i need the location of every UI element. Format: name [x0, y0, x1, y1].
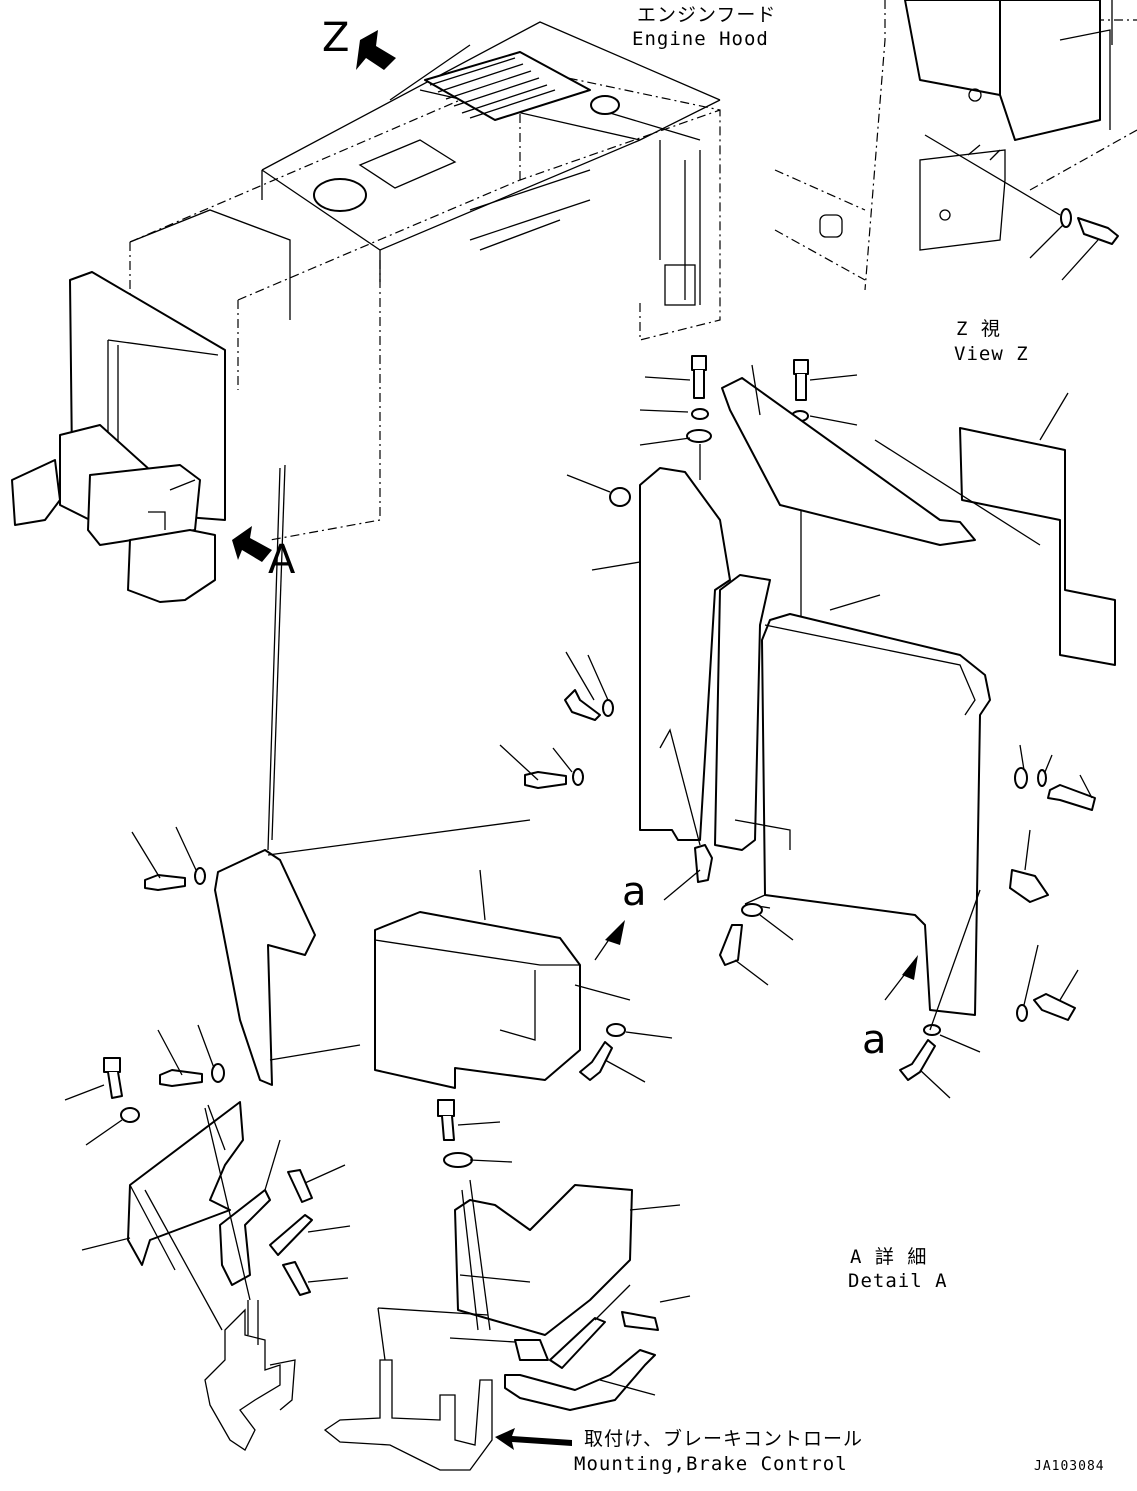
drawing-number: JA103084: [1034, 1459, 1105, 1474]
ref-a-label-2: a: [862, 1017, 887, 1063]
arrow-right-down-icon: [356, 30, 396, 70]
small-clip-bracket: [694, 844, 713, 883]
lower-left-frame: [204, 1300, 296, 1451]
view-z-label-en: View Z: [954, 343, 1029, 365]
arrow-left-icon: [495, 1428, 572, 1450]
detail-a-label-en: Detail A: [848, 1270, 948, 1292]
flat-seal-plate: [959, 427, 1116, 666]
fasteners-left: [64, 826, 225, 1146]
fasteners-left-mid: [499, 651, 614, 789]
view-z-assembly: [774, 0, 1137, 291]
view-z-label-jp: Z 視: [956, 318, 1001, 340]
middle-box-cover: [374, 911, 581, 1089]
lower-left-stay: [219, 1189, 271, 1286]
center-strip: [714, 574, 771, 851]
right-radiator-guard: [761, 613, 991, 1016]
left-side-cover-panel: [639, 467, 731, 841]
lower-left-fender: [127, 1101, 244, 1266]
detail-a-label-jp: A 詳 細: [850, 1246, 928, 1268]
engine-hood-label-en: Engine Hood: [632, 28, 769, 50]
ref-a-label-1: a: [622, 869, 647, 915]
engine-hood-label-jp: エンジンフード: [637, 4, 777, 26]
fasteners-right: [899, 744, 1096, 1099]
arrow-up-right-icon: [902, 955, 918, 980]
engine-hood-assembly: [129, 21, 721, 541]
callout-a-label: A: [268, 537, 296, 583]
mounting-label-jp: 取付け、ブレーキコントロール: [584, 1428, 864, 1450]
left-tall-bracket: [214, 849, 316, 1086]
arrow-up-left-icon: [232, 526, 272, 562]
lower-center-plate: [504, 1349, 656, 1411]
lower-center-frame: [323, 1359, 493, 1471]
lower-center-cover: [454, 1184, 633, 1336]
side-panel-assembly: [11, 271, 226, 603]
callout-z-label: Z: [322, 15, 350, 61]
mounting-label-en: Mounting,Brake Control: [574, 1453, 848, 1475]
upper-triangular-bracket: [721, 377, 976, 546]
